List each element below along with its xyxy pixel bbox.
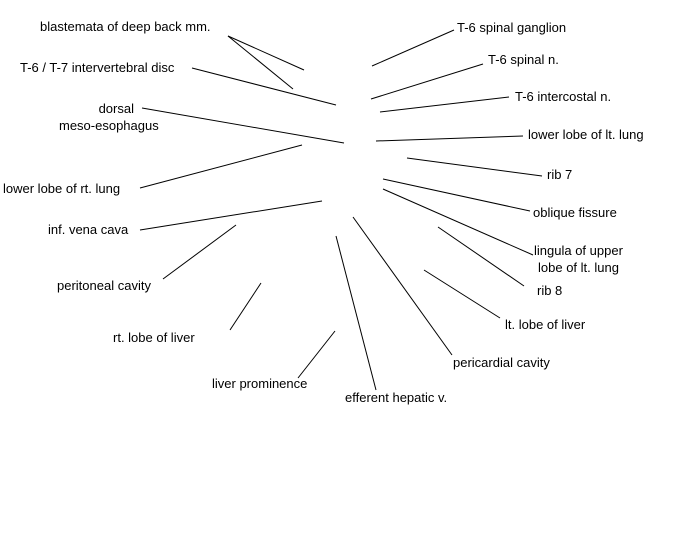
label-liver-prominence: liver prominence xyxy=(212,376,308,391)
leader-rt-lobe-liver xyxy=(229,282,262,331)
label-rib-8: rib 8 xyxy=(537,283,563,298)
leader-rib-7 xyxy=(406,157,543,177)
leader-t6-spinal-ganglion xyxy=(371,29,455,67)
label-pericardial-cavity: pericardial cavity xyxy=(453,355,550,370)
label-rib-7: rib 7 xyxy=(547,167,573,182)
leader-lower-lobe-rt-lung xyxy=(139,144,303,189)
label-lower-lobe-rt-lung: lower lobe of rt. lung xyxy=(3,181,121,196)
leader-oblique-fissure xyxy=(382,178,531,212)
label-rt-lobe-liver: rt. lobe of liver xyxy=(113,330,195,345)
leader-t6-spinal-n xyxy=(370,63,484,100)
label-lingula-line2: lobe of lt. lung xyxy=(538,260,619,275)
label-efferent-hepatic-v: efferent hepatic v. xyxy=(345,390,448,405)
label-t6-spinal-ganglion: T-6 spinal ganglion xyxy=(457,20,567,35)
label-t6-intercostal-n: T-6 intercostal n. xyxy=(515,89,612,104)
leader-liver-prominence xyxy=(297,330,336,379)
label-intervertebral-disc: T-6 / T-7 intervertebral disc xyxy=(20,60,175,75)
leader-peritoneal-cavity xyxy=(162,224,237,280)
leader-pericardial-cavity xyxy=(352,216,453,356)
label-lingula-line1: lingula of upper xyxy=(534,243,623,258)
label-blastemata: blastemata of deep back mm. xyxy=(40,19,211,34)
label-peritoneal-cavity: peritoneal cavity xyxy=(57,278,151,293)
label-lower-lobe-lt-lung: lower lobe of lt. lung xyxy=(528,127,644,142)
leader-intervertebral-disc xyxy=(191,67,337,106)
leader-blastemata-b xyxy=(227,35,294,90)
label-lt-lobe-liver: lt. lobe of liver xyxy=(505,317,586,332)
label-t6-spinal-n: T-6 spinal n. xyxy=(488,52,559,67)
leader-lingula xyxy=(382,188,534,256)
leader-dorsal-meso-esophagus xyxy=(141,107,345,144)
leader-t6-intercostal-n xyxy=(379,96,510,113)
label-dorsal: dorsal xyxy=(98,101,134,116)
leader-lt-lobe-liver xyxy=(423,269,501,319)
label-inf-vena-cava: inf. vena cava xyxy=(48,222,129,237)
leader-blastemata-a xyxy=(227,35,305,71)
label-meso-esophagus: meso-esophagus xyxy=(59,118,159,133)
leader-efferent-hepatic-v xyxy=(335,235,377,391)
leader-inf-vena-cava xyxy=(139,200,323,231)
label-oblique-fissure: oblique fissure xyxy=(533,205,617,220)
leader-rib-8 xyxy=(437,226,525,287)
leader-lower-lobe-lt-lung xyxy=(375,135,524,142)
